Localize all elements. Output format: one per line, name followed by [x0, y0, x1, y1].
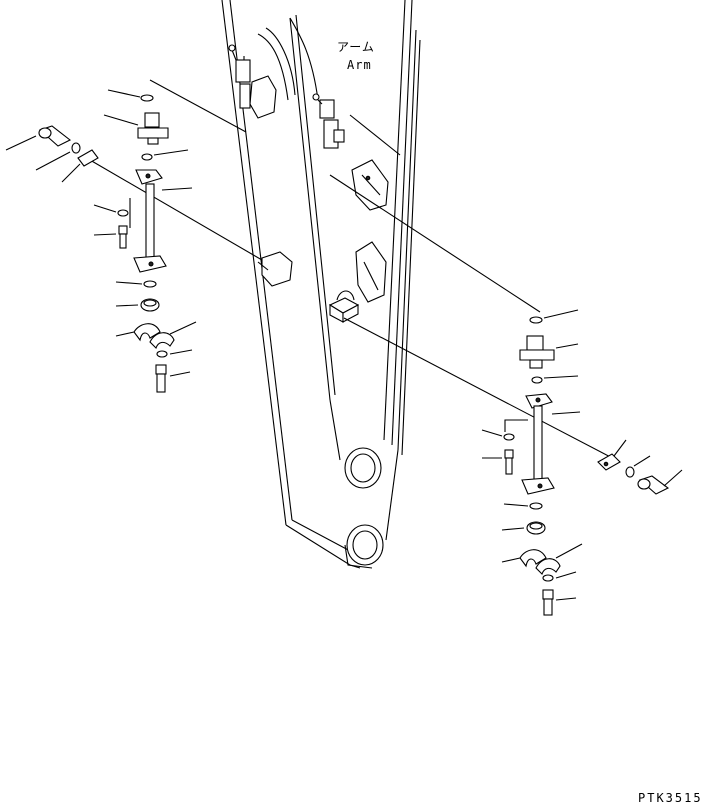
spacer-ring-left	[115, 298, 160, 312]
washer-right-mid	[481, 429, 515, 441]
bolt-right-mid	[482, 449, 514, 475]
bolt-right-bottom	[542, 589, 577, 616]
clip-left-top	[61, 149, 99, 183]
bolt-left-top	[5, 125, 72, 151]
washer-left-top	[35, 142, 81, 171]
o-ring-right-2	[531, 375, 579, 384]
bolt-left-bottom	[155, 364, 191, 393]
washer-right-bottom	[542, 571, 577, 582]
connector-1	[103, 112, 169, 145]
o-ring-right-1	[529, 309, 579, 324]
drawing-code-label: PTK3515	[638, 791, 703, 805]
spacer-ring-right	[501, 521, 546, 535]
arm-pin-boss-upper	[344, 447, 382, 489]
bolt-left-mid	[93, 225, 128, 249]
o-ring-1	[107, 89, 154, 102]
arm-label-english: Arm	[347, 58, 372, 72]
split-flange-left	[115, 321, 197, 350]
split-flange-right	[501, 543, 583, 576]
arm-label-japanese: アーム	[337, 40, 375, 54]
pipe-left	[133, 169, 193, 273]
clip-right	[597, 439, 627, 471]
arm-pin-boss-lower	[344, 524, 384, 569]
valve-upper-left	[228, 44, 251, 109]
pipe-right	[521, 393, 581, 495]
o-ring-3	[115, 280, 157, 288]
hose-bracket-upper	[351, 159, 389, 211]
bolt-right	[637, 469, 683, 495]
reference-lines	[89, 79, 621, 463]
washer-left-mid	[93, 204, 129, 217]
washer-left-bottom	[156, 349, 193, 358]
connector-right	[519, 335, 579, 369]
pipe-clamp-block-right	[328, 290, 360, 323]
left-parts-group	[5, 89, 197, 393]
right-parts-group	[481, 309, 683, 616]
o-ring-right-3	[503, 502, 543, 510]
fitting-plate-top	[249, 75, 277, 119]
washer-right	[625, 455, 651, 478]
o-ring-2	[141, 149, 189, 161]
valve-middle	[312, 93, 345, 149]
hose-bracket-lower	[355, 241, 387, 303]
fitting-plate-left	[257, 251, 293, 287]
